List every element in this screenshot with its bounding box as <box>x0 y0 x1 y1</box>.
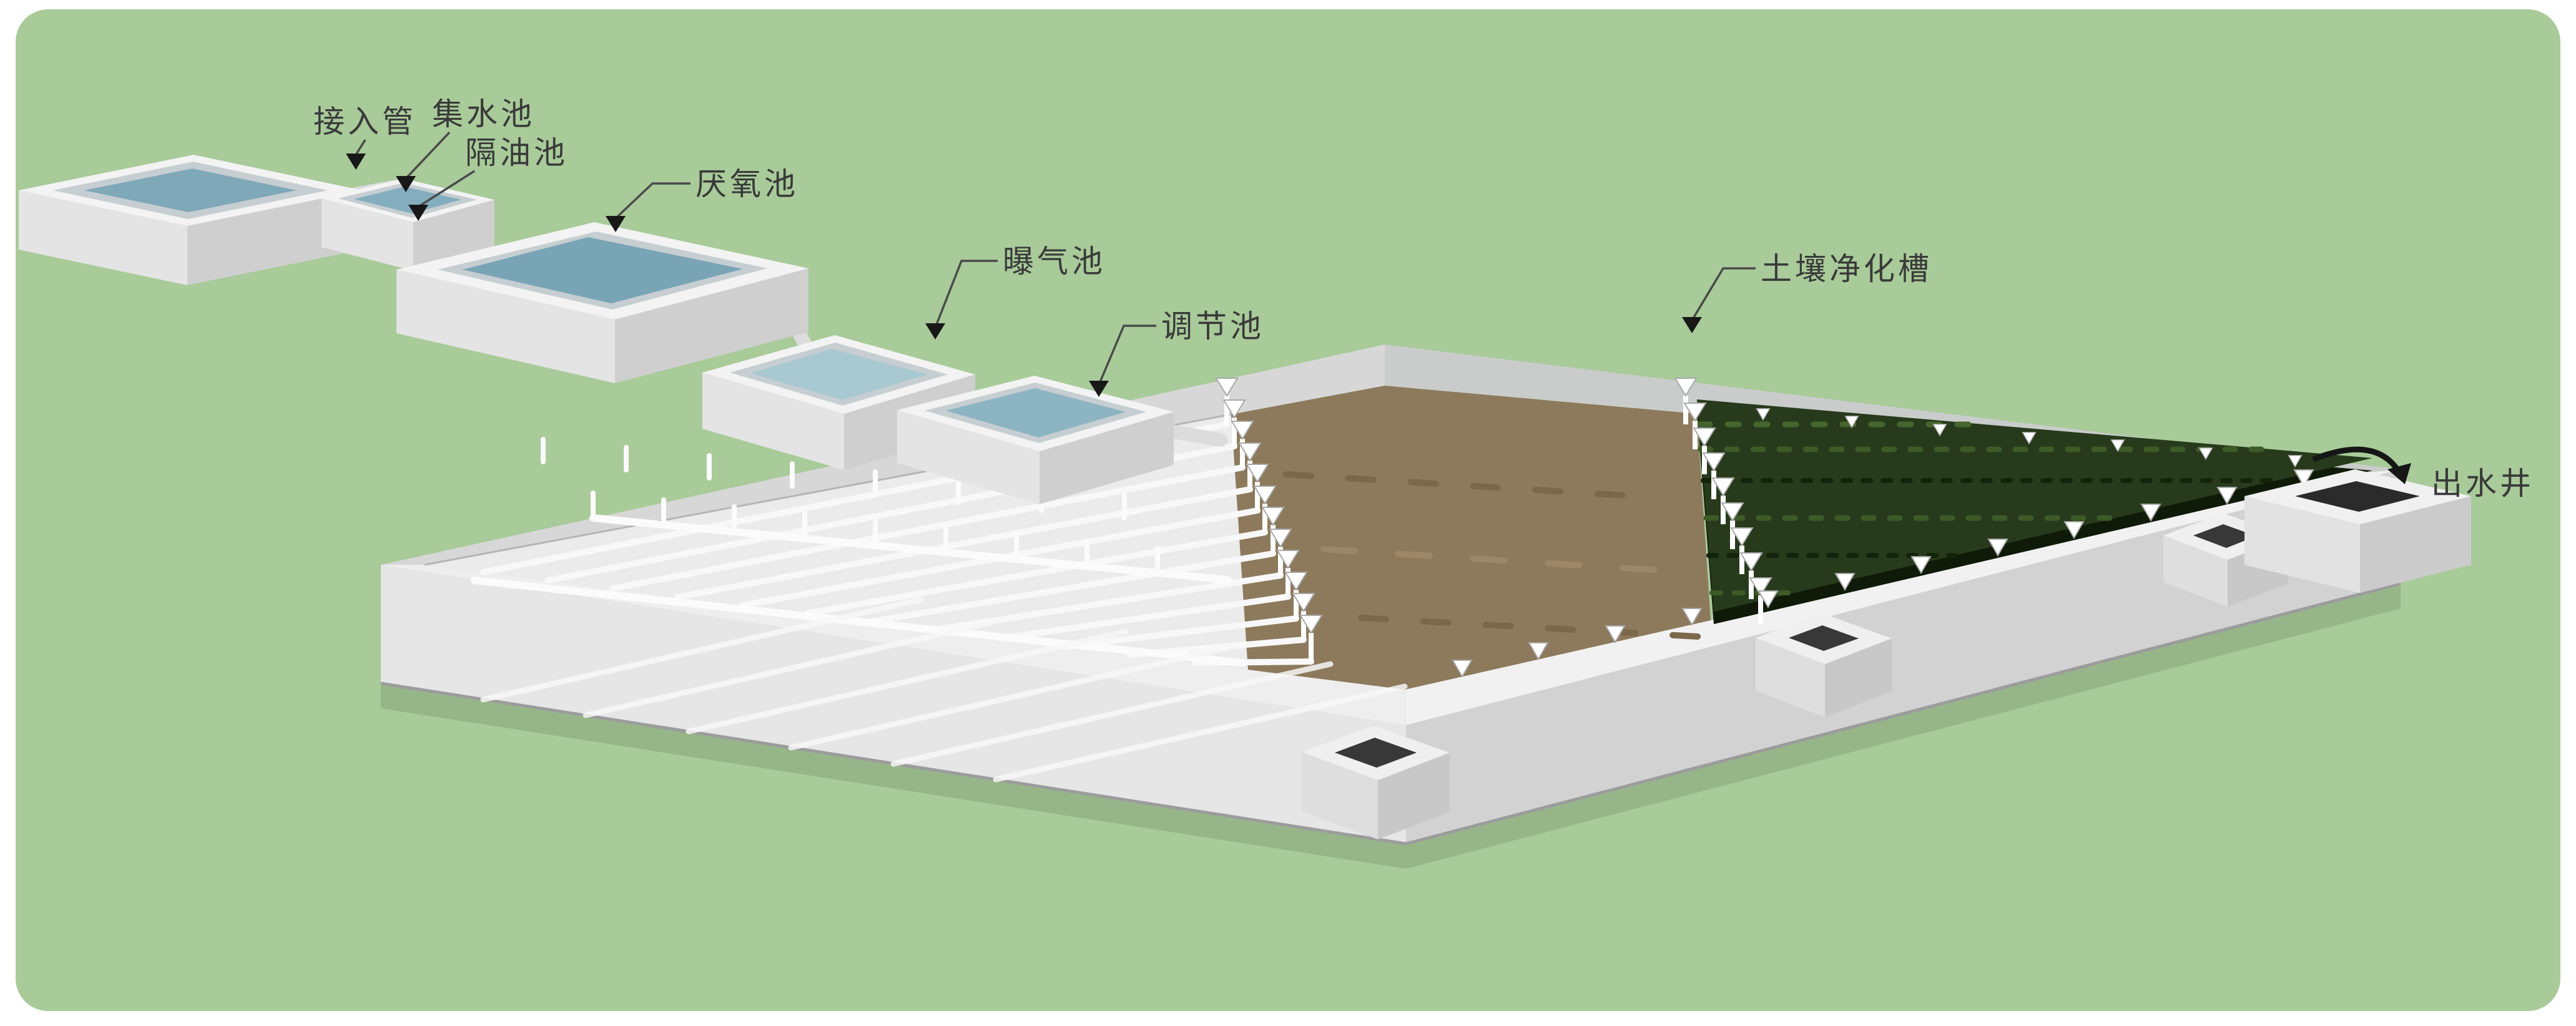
label-collection-tank: 集水池 <box>396 97 535 192</box>
leader-line <box>419 170 475 207</box>
label-aeration-tank-text: 曝气池 <box>1003 244 1106 279</box>
zone-soil-layer <box>1231 386 1711 690</box>
inspection-port-1 <box>1302 726 1450 839</box>
arrow-marker <box>346 154 366 170</box>
leader-line <box>616 182 691 218</box>
label-outlet-well: 出水井 <box>2431 466 2534 501</box>
water-surface <box>750 349 928 400</box>
leader-line <box>1099 325 1156 383</box>
leader-line <box>935 260 998 325</box>
arrow-marker <box>925 323 945 340</box>
soil-texture <box>1283 471 1701 640</box>
arrow-marker <box>408 205 428 221</box>
inlet-pool <box>19 155 362 285</box>
basin-wall-front-right <box>1406 469 2401 844</box>
inspection-port-2 <box>1756 613 1892 717</box>
label-anaerobic-tank-text: 厌氧池 <box>696 167 799 202</box>
water-surface <box>84 169 297 212</box>
leader-line <box>406 131 451 178</box>
connector-pipe <box>1161 424 1227 447</box>
header-pipe-front <box>471 577 1246 667</box>
header-pipe-mid <box>589 514 1232 584</box>
wall-pipes <box>480 597 1408 783</box>
leader-line <box>355 139 366 155</box>
label-soil-trench: 土壤净化槽 <box>1682 252 1932 333</box>
label-inlet-pipe-text: 接入管 <box>313 104 416 139</box>
outlet-well <box>2244 446 2471 593</box>
label-grease-trap-text: 隔油池 <box>465 135 568 170</box>
basin-rim-front-right <box>1405 469 2401 725</box>
label-inlet-pipe: 接入管 <box>313 104 416 170</box>
label-outlet-well-text: 出水井 <box>2431 466 2534 501</box>
equalization-pool <box>897 376 1174 504</box>
label-grease-trap: 隔油池 <box>408 135 568 221</box>
arrow-marker <box>1089 381 1109 397</box>
label-soil-trench-text: 土壤净化槽 <box>1761 252 1932 286</box>
label-aeration-tank: 曝气池 <box>925 244 1106 340</box>
label-equalization-tank: 调节池 <box>1089 309 1264 397</box>
leader-line <box>1692 267 1756 319</box>
wall-bottom-edge-right <box>1405 582 2401 846</box>
arrow-marker <box>1682 317 1702 333</box>
outflow-arrowhead <box>2387 463 2411 484</box>
outflow-arrow <box>2312 446 2402 474</box>
water-surface <box>463 237 743 303</box>
anaerobic-pool <box>396 222 809 383</box>
basin-wall-front-left <box>381 565 1406 844</box>
arrow-marker <box>606 216 626 232</box>
arrow-marker <box>396 176 416 192</box>
label-anaerobic-tank: 厌氧池 <box>606 167 799 232</box>
water-surface <box>354 187 461 213</box>
pool-chain <box>19 155 1227 504</box>
water-surface <box>946 388 1126 437</box>
label-collection-tank-text: 集水池 <box>432 97 535 132</box>
labels: 接入管 集水池 隔油池 厌氧池 曝气池 调节池 <box>313 97 2534 501</box>
label-equalization-tank-text: 调节池 <box>1161 309 1264 344</box>
